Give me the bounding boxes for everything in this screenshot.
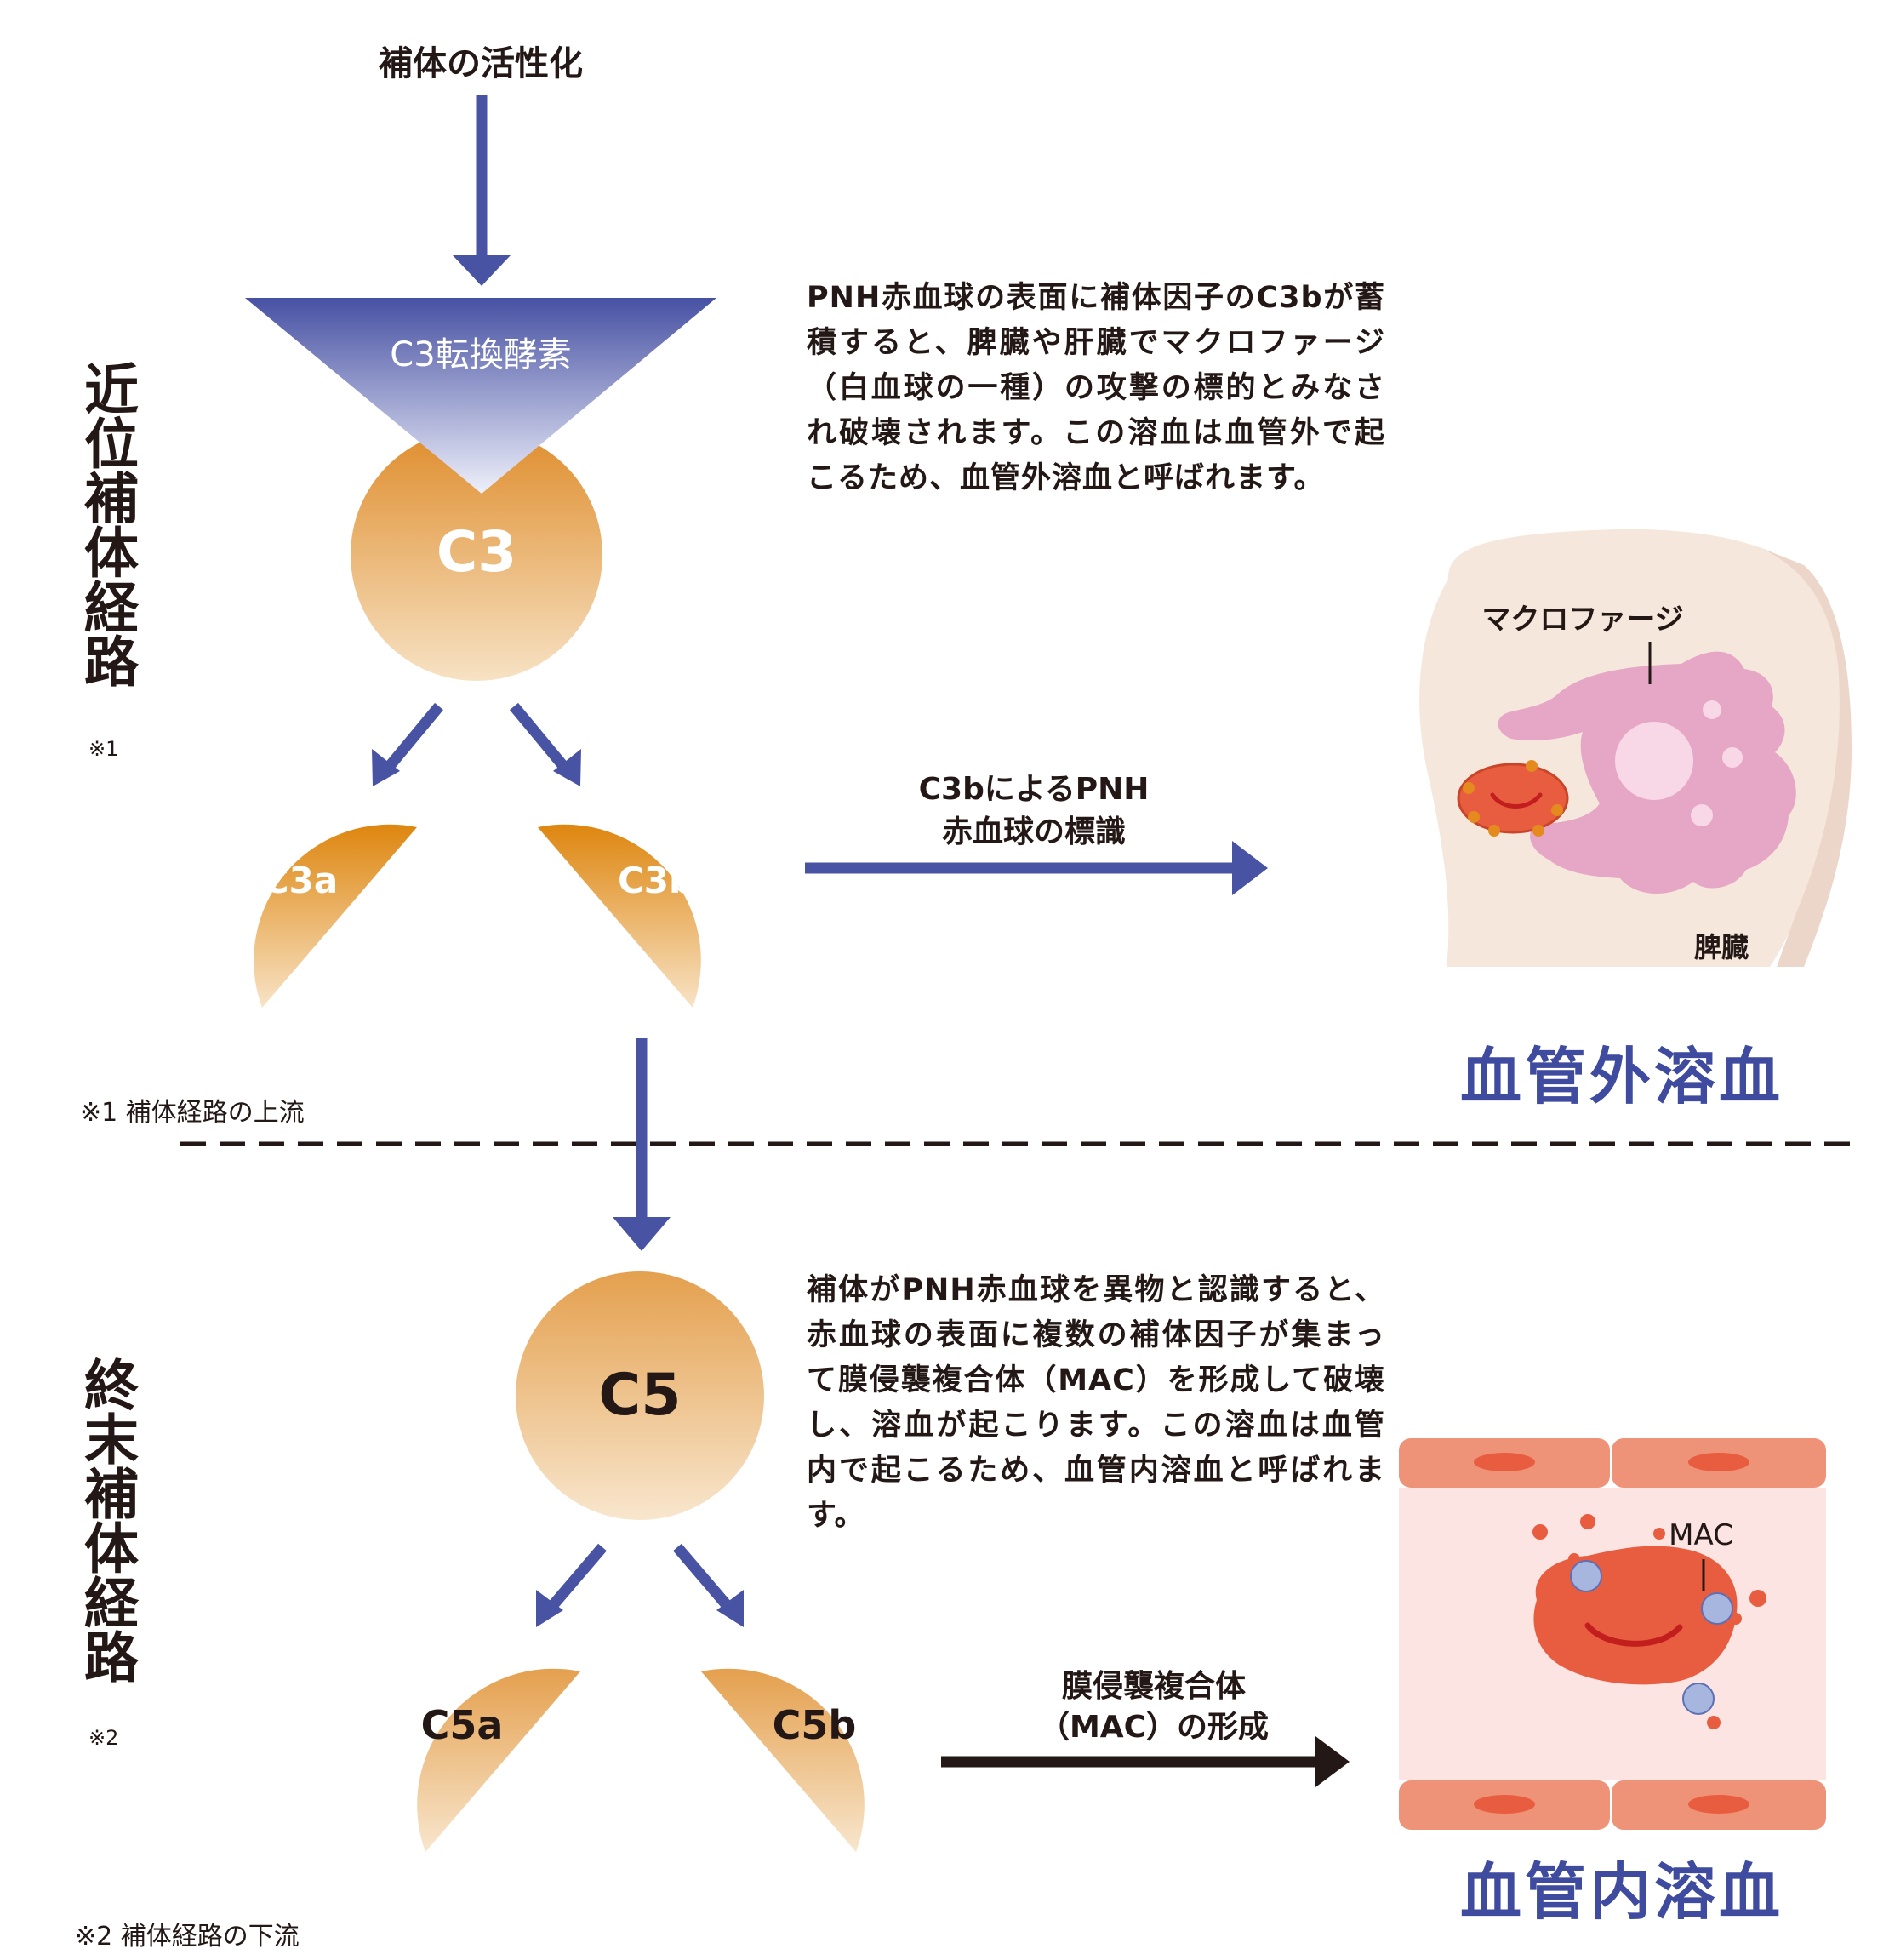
c3b-arrow-label-line1: C3bによるPNH: [918, 772, 1150, 807]
macrophage-nucleus: [1615, 722, 1693, 800]
mac-arrow-label-line2: （MAC）の形成: [1038, 1710, 1270, 1745]
c5-label: C5: [598, 1362, 682, 1429]
mac-label: MAC: [1669, 1518, 1733, 1552]
c5b-wedge: [701, 1668, 865, 1852]
c5-to-c5b-arrow: [673, 1543, 731, 1609]
proximal-footnote: ※1 補体経路の上流: [80, 1098, 305, 1128]
spleen-label: 脾臓: [1693, 931, 1749, 963]
c3-convertase-triangle: [245, 298, 716, 494]
spleen-illustration: [1419, 529, 1852, 967]
c3a-wedge: [254, 824, 417, 1008]
intravascular-description: 補体がPNH赤血球を異物と認識すると、赤血球の表面に複数の補体因子が集まって膜侵…: [807, 1273, 1385, 1533]
activation-arrowhead: [453, 255, 511, 286]
c3b-arrow-label-line2: 赤血球の標識: [941, 814, 1126, 849]
c3a-label: C3a: [262, 860, 339, 901]
mac-complex-1: [1570, 1560, 1602, 1592]
c3-label: C3: [436, 519, 517, 585]
c5a-wedge: [417, 1668, 580, 1852]
spleen-edge: [1753, 545, 1852, 967]
activation-label: 補体の活性化: [379, 44, 583, 83]
c3b-label: C3b: [617, 860, 695, 901]
terminal-footnote: ※2 補体経路の下流: [75, 1922, 300, 1951]
proximal-mark: ※1: [88, 737, 119, 761]
c5b-label: C5b: [772, 1702, 857, 1748]
extravascular-description: PNH赤血球の表面に補体因子のC3bが蓄積すると、脾臓や肝臓でマクロファージ（白…: [807, 281, 1385, 495]
c3-to-c3a-arrow: [385, 702, 444, 770]
mac-complex-3: [1682, 1683, 1715, 1715]
c5-circle: [516, 1271, 764, 1520]
c3-to-c3b-arrow: [509, 702, 568, 770]
terminal-mark: ※2: [88, 1726, 119, 1750]
extravascular-heading: 血管外溶血: [1460, 1041, 1784, 1112]
c3-circle: [351, 429, 602, 681]
mac-arrow-label-line1: 膜侵襲複合体: [1061, 1669, 1246, 1704]
c5a-label: C5a: [420, 1702, 504, 1748]
mac-complex-2: [1701, 1592, 1733, 1625]
c5-to-c5a-arrow: [549, 1543, 607, 1609]
proximal-pathway-title: 近位補体経路: [75, 361, 138, 688]
terminal-pathway-title: 終末補体経路: [75, 1357, 138, 1683]
c3b-wedge: [538, 824, 701, 1008]
tagged-rbc: [1457, 763, 1569, 834]
c3-convertase-label: C3転換酵素: [390, 335, 572, 374]
intravascular-heading: 血管内溶血: [1460, 1856, 1784, 1928]
macrophage-label: マクロファージ: [1481, 603, 1684, 637]
blood-vessel-illustration: [1399, 1438, 1826, 1830]
